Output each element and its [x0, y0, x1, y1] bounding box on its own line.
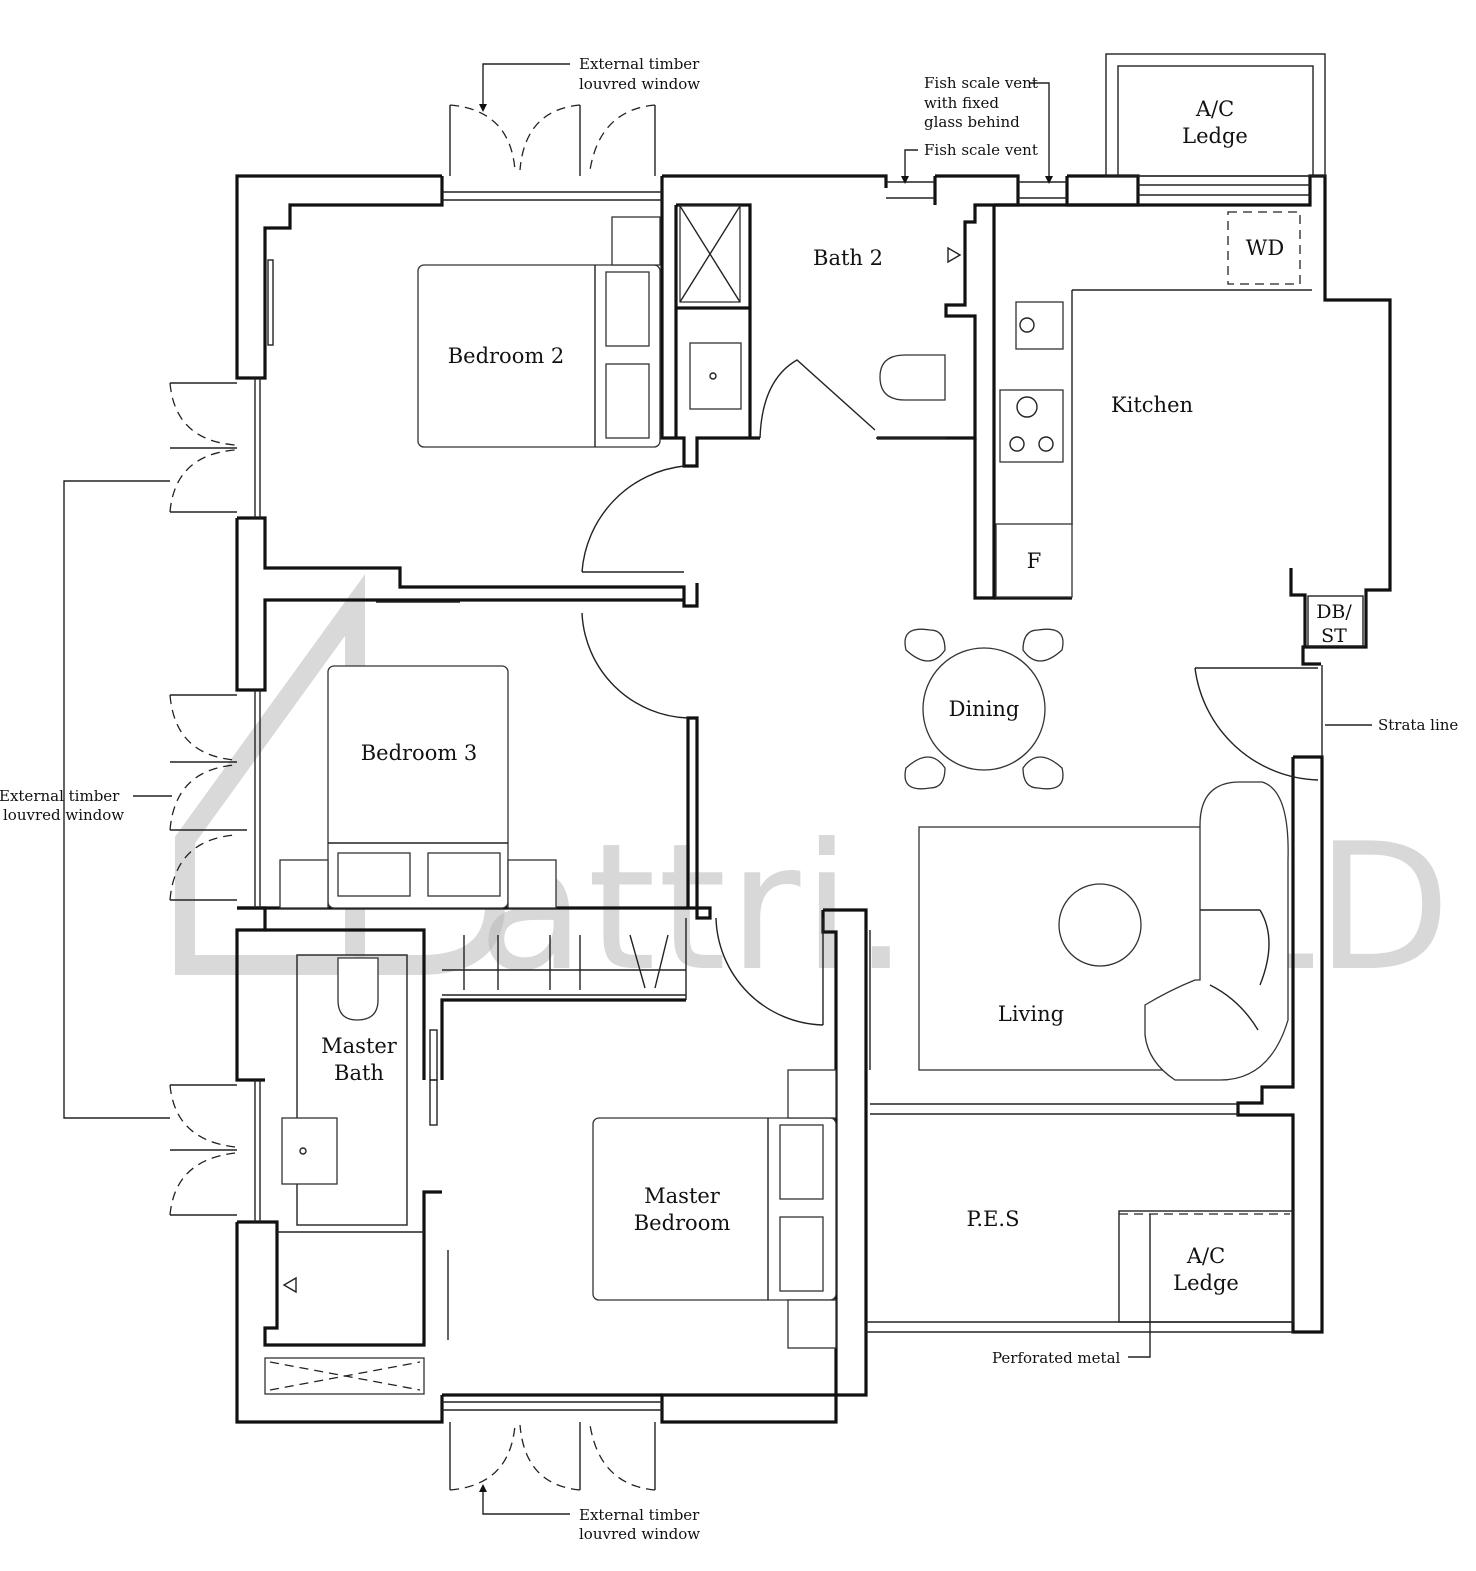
- room-label-bath2: Bath 2: [813, 246, 883, 270]
- note-perforated-metal: Perforated metal: [992, 1349, 1121, 1367]
- note-window-left-1: External timber: [0, 787, 120, 805]
- note-fish-vent-fixed-3: glass behind: [924, 113, 1020, 131]
- pes-area: [866, 665, 1323, 1333]
- label-ac-ledge-top-2: Ledge: [1182, 124, 1248, 148]
- window-left: [169, 378, 261, 1222]
- doors: [267, 259, 1319, 1340]
- label-ac-ledge-bottom-1: A/C: [1186, 1244, 1225, 1268]
- room-labels: Bedroom 2 Bath 2 Kitchen WD F A/C Ledge …: [321, 97, 1352, 1295]
- label-wd: WD: [1246, 236, 1284, 260]
- note-window-bottom-1: External timber: [579, 1506, 700, 1524]
- room-label-pes: P.E.S: [967, 1207, 1020, 1231]
- leaders: [63, 63, 1372, 1515]
- label-fridge: F: [1027, 549, 1042, 573]
- label-db-2: ST: [1321, 625, 1347, 647]
- note-strata-line: Strata line: [1378, 716, 1458, 734]
- room-label-master-bath-2: Bath: [334, 1061, 384, 1085]
- window-bottom: [442, 1401, 662, 1491]
- note-window-top-2: louvred window: [579, 75, 700, 93]
- note-fish-vent-fixed-2: with fixed: [924, 94, 999, 112]
- label-ac-ledge-top-1: A/C: [1195, 97, 1234, 121]
- note-window-bottom-2: louvred window: [579, 1525, 700, 1543]
- note-fish-vent-fixed-1: Fish scale vent: [924, 74, 1038, 92]
- ac-ledge-top: [1105, 53, 1326, 177]
- room-label-master-bath-1: Master: [321, 1034, 398, 1058]
- room-label-master-bedroom-1: Master: [644, 1184, 721, 1208]
- room-label-kitchen: Kitchen: [1111, 393, 1193, 417]
- furniture: [264, 205, 1364, 1395]
- label-ac-ledge-bottom-2: Ledge: [1173, 1271, 1239, 1295]
- note-fish-vent: Fish scale vent: [924, 141, 1038, 159]
- window-top: [442, 104, 662, 201]
- note-window-left-2: louvred window: [3, 806, 124, 824]
- room-label-living: Living: [998, 1002, 1064, 1026]
- room-label-bedroom3: Bedroom 3: [361, 741, 478, 765]
- label-db-1: DB/: [1316, 601, 1352, 623]
- annotations: External timber louvred window Fish scal…: [0, 55, 1458, 1543]
- note-window-top-1: External timber: [579, 55, 700, 73]
- room-label-dining: Dining: [949, 697, 1020, 721]
- room-label-bedroom2: Bedroom 2: [448, 344, 565, 368]
- fish-scale-vents: [886, 181, 1310, 199]
- room-label-master-bedroom-2: Bedroom: [634, 1211, 731, 1235]
